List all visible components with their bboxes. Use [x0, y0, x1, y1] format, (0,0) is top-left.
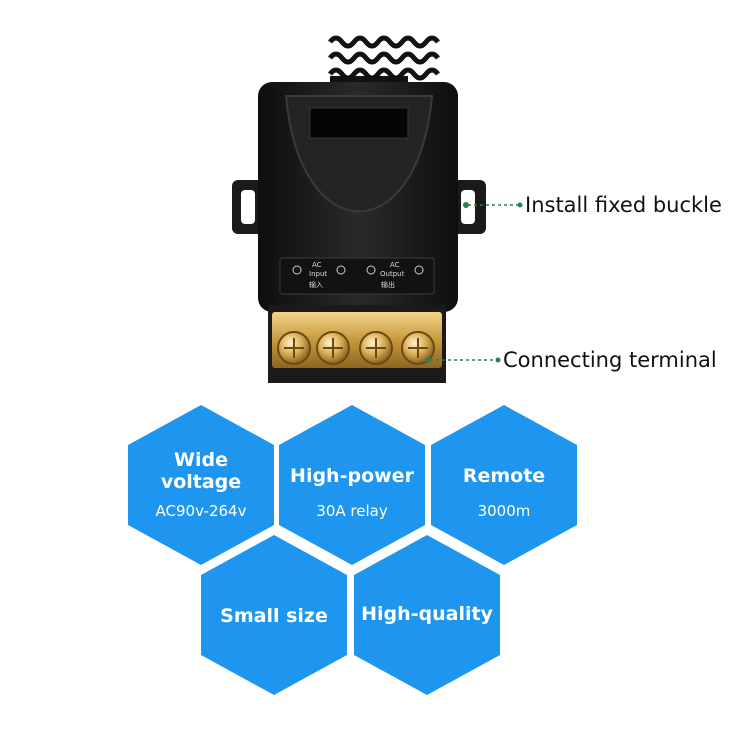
feature-subtitle: 3000m [478, 502, 531, 520]
callout-label-terminal: Connecting terminal [503, 348, 717, 372]
callout-label-buckle: Install fixed buckle [525, 193, 722, 217]
label-strip: AC Input 输入 AC Output 输出 [292, 261, 424, 289]
feature-subtitle: AC90v-264v [156, 502, 247, 520]
relay-module-body: AC Input 输入 AC Output 输出 [258, 82, 458, 383]
terminal-screws [277, 331, 435, 365]
callout-terminal: Connecting terminal [425, 348, 717, 372]
mounting-buckle-left [232, 180, 266, 234]
output-label: Output [380, 270, 405, 278]
output-label-cn: 输出 [381, 280, 395, 289]
ac-mark-output: AC [390, 261, 400, 269]
feature-title: High-power [290, 465, 415, 487]
antenna-coil [328, 35, 440, 86]
feature-title: Wide [174, 449, 228, 471]
feature-hex-high-power: High-power 30A relay [279, 405, 425, 565]
feature-subtitle: 30A relay [316, 502, 388, 520]
feature-title-line2: voltage [161, 471, 241, 493]
ac-mark-input: AC [312, 261, 322, 269]
feature-title: Small size [220, 605, 328, 627]
feature-hex-high-quality: High-quality [354, 535, 500, 695]
feature-title: High-quality [361, 603, 493, 625]
feature-hex-remote: Remote 3000m [431, 405, 577, 565]
feature-title: Remote [463, 465, 545, 487]
input-label: Input [309, 270, 327, 278]
callout-buckle: Install fixed buckle [463, 193, 722, 217]
feature-hex-small-size: Small size [201, 535, 347, 695]
feature-hex-wide-voltage: Wide voltage AC90v-264v [128, 405, 274, 565]
input-label-cn: 输入 [309, 280, 323, 289]
